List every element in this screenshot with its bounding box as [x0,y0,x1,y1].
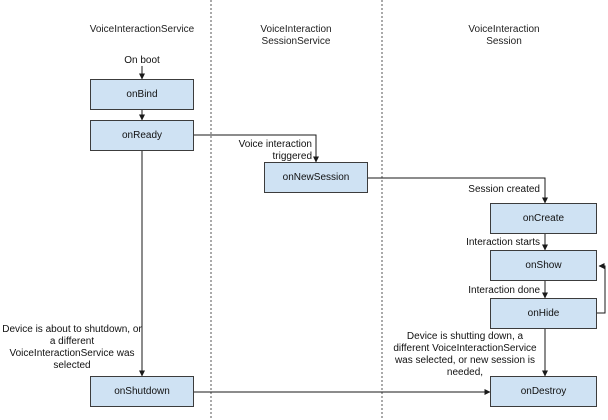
label-destroy-reason: Device is shutting down, a different Voi… [393,331,537,378]
node-on-bind: onBind [90,79,194,110]
node-on-show: onShow [490,250,597,281]
label-interaction-done: Interaction done [468,285,540,296]
node-on-shutdown: onShutdown [90,376,194,407]
label-on-boot: On boot [124,55,160,66]
arrow-hide-to-show-loop [597,263,606,314]
column-title-service: VoiceInteractionService [89,24,195,35]
node-on-create: onCreate [490,203,597,234]
node-on-new-session: onNewSession [264,162,368,193]
node-on-ready: onReady [90,120,194,151]
label-shutdown-reason: Device is about to shutdown, or a differ… [2,324,142,371]
arrow-ready-to-new-session [194,134,319,163]
label-interaction-starts: Interaction starts [466,237,540,248]
node-on-hide: onHide [490,298,597,329]
arrow-new-session-to-create [368,177,548,204]
column-title-session-service: VoiceInteraction SessionService [260,24,332,47]
node-on-destroy: onDestroy [490,376,597,407]
column-title-session: VoiceInteraction Session [468,24,540,47]
label-session-created: Session created [468,184,540,195]
label-voice-triggered: Voice interaction triggered [238,139,312,162]
